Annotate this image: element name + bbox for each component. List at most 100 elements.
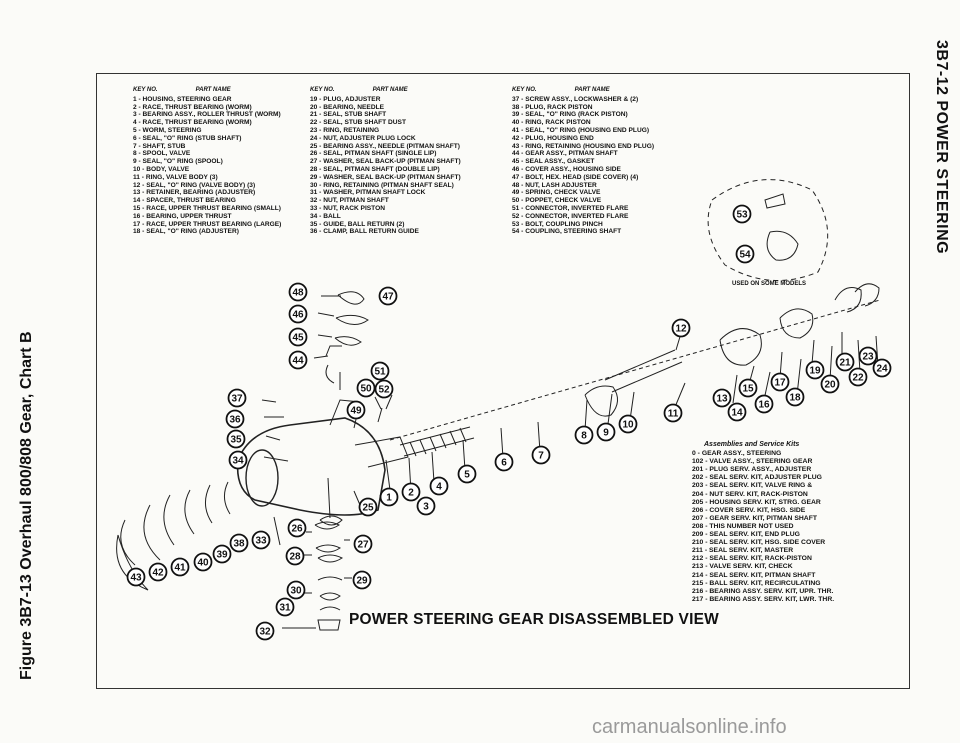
callout-circle bbox=[663, 403, 683, 423]
callout-number: 5 bbox=[464, 470, 470, 481]
callout-53: 53 bbox=[732, 204, 752, 224]
service-kit-entry: 217 - BEARING ASSY. SERV. KIT, LWR. THR. bbox=[692, 595, 835, 603]
callout-number: 37 bbox=[231, 394, 243, 405]
service-kit-entry: 214 - SEAL SERV. KIT, PITMAN SHAFT bbox=[692, 571, 816, 579]
side-cover bbox=[325, 291, 369, 357]
callout-number: 45 bbox=[292, 333, 304, 344]
legend-entry: 33 - NUT, RACK PISTON bbox=[310, 204, 385, 212]
callout-49: 49 bbox=[346, 400, 366, 420]
callout-number: 50 bbox=[360, 384, 372, 395]
callout-44: 44 bbox=[288, 350, 308, 370]
legend-entry: 13 - RETAINER, BEARING (ADJUSTER) bbox=[133, 189, 256, 197]
callout-number: 49 bbox=[350, 406, 362, 417]
legend-entry: 6 - SEAL, "O" RING (STUB SHAFT) bbox=[133, 134, 242, 142]
callout-26: 26 bbox=[287, 518, 307, 538]
callout-21: 21 bbox=[835, 352, 855, 372]
callout-circle bbox=[735, 244, 755, 264]
service-kit-entry: 201 - PLUG SERV. ASSY., ADJUSTER bbox=[692, 466, 812, 474]
callout-circle bbox=[228, 450, 248, 470]
callout-number: 48 bbox=[292, 288, 304, 299]
callout-circle bbox=[378, 286, 398, 306]
legend-entry: 20 - BEARING, NEEDLE bbox=[310, 103, 385, 111]
service-kit-entry: 216 - BEARING ASSY. SERV. KIT, UPR. THR. bbox=[692, 587, 834, 595]
callout-46: 46 bbox=[288, 304, 308, 324]
legend-key-header: Key No. bbox=[310, 87, 335, 93]
legend-entry: 48 - NUT, LASH ADJUSTER bbox=[512, 181, 597, 189]
callout-circle bbox=[346, 400, 366, 420]
legend-entry: 30 - RING, RETAINING (PITMAN SHAFT SEAL) bbox=[310, 181, 454, 189]
callout-number: 32 bbox=[259, 627, 271, 638]
end-plug-ring bbox=[116, 534, 149, 591]
callout-number: 54 bbox=[739, 250, 751, 261]
diagram-title: POWER STEERING GEAR DISASSEMBLED VIEW bbox=[349, 611, 719, 628]
callout-number: 53 bbox=[736, 210, 748, 221]
callout-number: 18 bbox=[789, 393, 801, 404]
callout-51: 51 bbox=[370, 361, 390, 381]
callout-circle bbox=[275, 597, 295, 617]
callout-20: 20 bbox=[820, 374, 840, 394]
callout-circle bbox=[574, 425, 594, 445]
legend-entry: 41 - SEAL, "O" RING (HOUSING END PLUG) bbox=[512, 126, 650, 134]
check-valve bbox=[325, 364, 341, 390]
callout-number: 47 bbox=[382, 292, 394, 303]
callout-circle bbox=[288, 350, 308, 370]
callout-47: 47 bbox=[378, 286, 398, 306]
callout-number: 41 bbox=[174, 563, 186, 574]
callout-52: 52 bbox=[374, 379, 394, 399]
callout-circle bbox=[358, 497, 378, 517]
callout-number: 40 bbox=[197, 558, 209, 569]
legend-entry: 26 - SEAL, PITMAN SHAFT (SINGLE LIP) bbox=[310, 150, 437, 158]
callout-circle bbox=[416, 496, 436, 516]
callout-circle bbox=[770, 372, 790, 392]
callout-number: 39 bbox=[216, 550, 228, 561]
callout-number: 20 bbox=[824, 380, 836, 391]
legend-entry: 8 - SPOOL, VALVE bbox=[133, 150, 191, 158]
callout-circle bbox=[671, 318, 691, 338]
service-kit-entry: 207 - GEAR SERV. KIT, PITMAN SHAFT bbox=[692, 514, 818, 522]
callout-number: 16 bbox=[758, 400, 770, 411]
callout-number: 27 bbox=[357, 540, 369, 551]
legend-entry: 37 - SCREW ASSY., LOCKWASHER & (2) bbox=[512, 95, 639, 103]
callout-circle bbox=[732, 204, 752, 224]
callout-43: 43 bbox=[126, 567, 146, 587]
callout-circle bbox=[820, 374, 840, 394]
callout-circle bbox=[287, 518, 307, 538]
callout-circle bbox=[712, 388, 732, 408]
parts-legend-col-3: Key No.Part Name 37 - SCREW ASSY., LOCKW… bbox=[512, 87, 654, 236]
callout-number: 51 bbox=[374, 367, 386, 378]
stub-shaft bbox=[604, 349, 683, 393]
callout-number: 3 bbox=[423, 502, 429, 513]
inset-label: USED ON SOME MODELS bbox=[732, 281, 807, 287]
callout-circle bbox=[872, 358, 892, 378]
callout-circle bbox=[226, 429, 246, 449]
legend-entry: 34 - BALL bbox=[310, 212, 341, 220]
callout-circle bbox=[835, 352, 855, 372]
valve-body bbox=[584, 385, 618, 417]
callout-circle bbox=[858, 346, 878, 366]
callout-number: 24 bbox=[876, 364, 888, 375]
service-kits-header: Assemblies and Service Kits bbox=[704, 441, 800, 448]
legend-entry: 35 - GUIDE, BALL RETURN (2) bbox=[310, 220, 405, 228]
callout-number: 21 bbox=[839, 358, 851, 369]
callout-11: 11 bbox=[663, 403, 683, 423]
callout-number: 1 bbox=[386, 493, 392, 504]
legend-entry: 47 - BOLT, HEX. HEAD (SIDE COVER) (4) bbox=[512, 173, 639, 181]
callout-number: 44 bbox=[292, 356, 304, 367]
callout-50: 50 bbox=[356, 378, 376, 398]
legend-entry: 4 - RACE, THRUST BEARING (WORM) bbox=[133, 119, 252, 127]
legend-entry: 10 - BODY, VALVE bbox=[133, 165, 190, 173]
callout-number: 12 bbox=[675, 324, 687, 335]
callout-8: 8 bbox=[574, 425, 594, 445]
callout-circle bbox=[288, 304, 308, 324]
adjuster-plug bbox=[719, 308, 814, 366]
legend-entry: 1 - HOUSING, STEERING GEAR bbox=[133, 95, 232, 103]
callout-10: 10 bbox=[618, 414, 638, 434]
callout-39: 39 bbox=[212, 544, 232, 564]
legend-entry: 24 - NUT, ADJUSTER PLUG LOCK bbox=[310, 134, 416, 142]
legend-entry: 42 - PLUG, HOUSING END bbox=[512, 134, 594, 142]
rack-piston-rings bbox=[120, 481, 231, 566]
diagram-frame bbox=[96, 73, 910, 689]
legend-entry: 16 - BEARING, UPPER THRUST bbox=[133, 212, 232, 220]
callout-23: 23 bbox=[858, 346, 878, 366]
callout-circle bbox=[170, 557, 190, 577]
